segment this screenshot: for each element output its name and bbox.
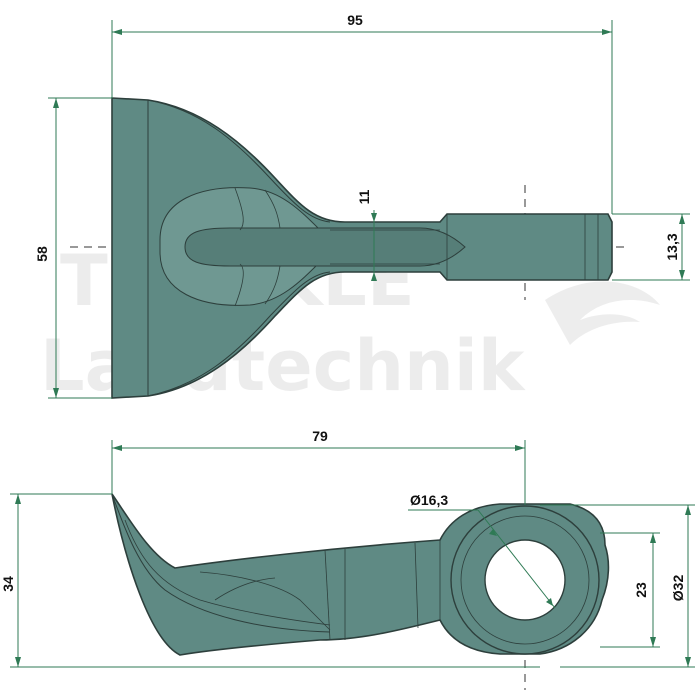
side-view-bore	[484, 539, 566, 621]
dim-label-eye-diameter: Ø32	[670, 575, 686, 602]
top-view-ridge-arc-2	[234, 263, 244, 307]
dim-label-blade-width: 58	[34, 246, 50, 262]
side-view-edge-1	[324, 549, 331, 641]
side-view-fold-1	[199, 571, 331, 631]
side-view-fold-2	[214, 577, 276, 601]
dimension-bore-diameter	[408, 509, 556, 609]
dimension-length-to-bore	[111, 440, 526, 505]
dimension-overall-length	[111, 20, 613, 214]
dim-label-length-to-bore: 79	[312, 428, 328, 444]
top-view-ridge-arc-1	[234, 187, 244, 231]
dimension-shaft-thickness	[371, 210, 377, 281]
side-view-edge-3	[414, 542, 419, 629]
dimension-blade-width	[48, 97, 112, 399]
dimension-eye-diameter	[540, 504, 695, 668]
watermark-logo-icon	[545, 281, 660, 345]
dimension-tip-height	[612, 213, 690, 281]
dimension-eye-flat	[600, 532, 660, 648]
top-view-groove	[184, 227, 466, 267]
dim-label-bore-diameter: Ø16,3	[410, 492, 448, 508]
dimension-height	[10, 493, 540, 668]
side-view-eye-inner-ring	[460, 515, 590, 645]
side-view: 79 34 Ø16,3 23	[0, 428, 695, 690]
side-view-hook-inner	[124, 519, 331, 626]
side-view-hook-edge	[111, 493, 331, 633]
top-view-ridge-arc-4	[264, 265, 281, 305]
dim-label-tip-height: 13,3	[664, 233, 680, 260]
top-view: 95 58 11 13,3	[34, 12, 690, 399]
top-view-ridge-lower	[147, 271, 331, 397]
top-view-ridge-upper	[147, 99, 331, 223]
dim-label-overall-length: 95	[347, 12, 363, 28]
dim-label-eye-flat: 23	[633, 582, 649, 598]
top-view-ridge-arc-3	[264, 189, 281, 229]
dim-label-shaft-thickness: 11	[356, 189, 372, 204]
dim-label-height: 34	[0, 576, 16, 592]
